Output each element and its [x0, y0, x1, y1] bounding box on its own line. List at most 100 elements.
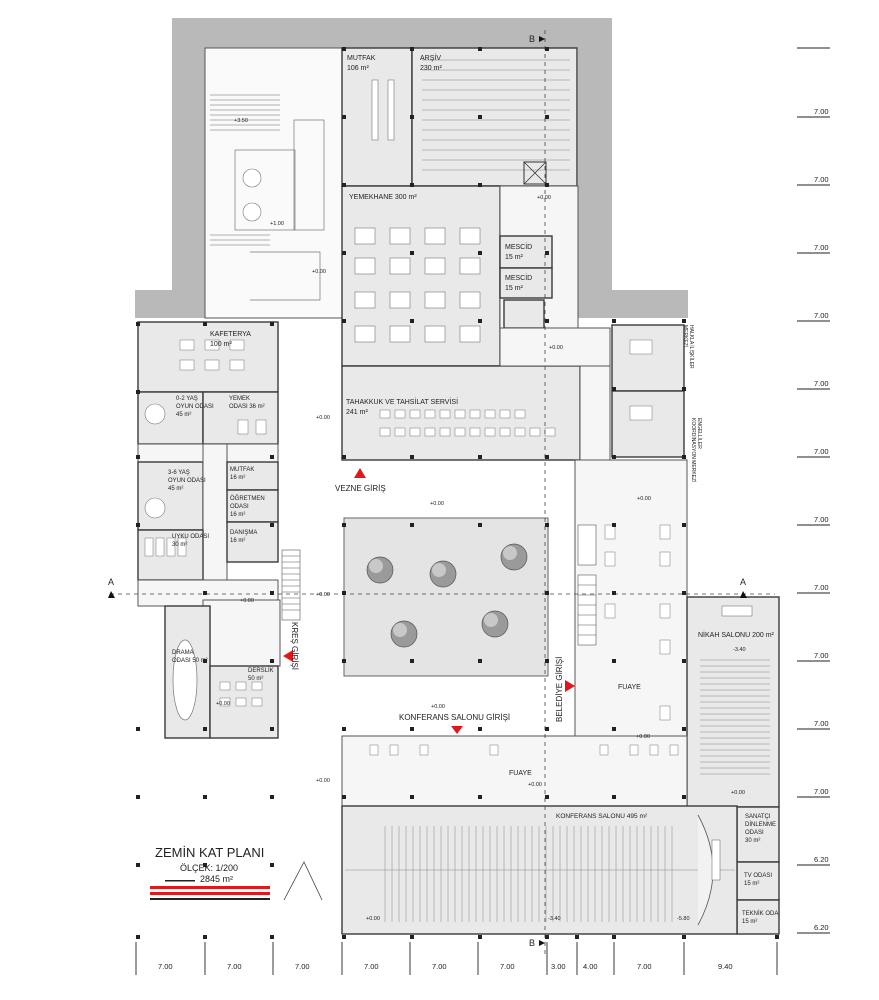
dimension-label: 7.00	[432, 962, 447, 971]
entrances: VEZNE GİRİŞ KREŞ GİRİŞİ BELEDİYE GİRİŞİ …	[283, 468, 575, 734]
dimension-label: 7.00	[814, 515, 829, 524]
room-oyun02-age: 0-2 YAŞ	[176, 396, 198, 402]
room-derslik-area: 50 m²	[248, 676, 263, 682]
dimension-label: 7.00	[814, 379, 829, 388]
room-oyun02-name: OYUN ODASI	[176, 404, 214, 410]
dimension-bottom: 7.00 7.00 7.00 7.00 7.00 7.00 3.00 4.00 …	[135, 942, 778, 975]
dimension-label: 7.00	[227, 962, 242, 971]
section-marks: A A B B	[108, 34, 747, 948]
room-sanatci-name: SANATÇI	[745, 814, 771, 820]
room-ogretmen-name: ÖĞRETMEN	[230, 495, 265, 502]
room-mescid2-area: 15 m²	[505, 285, 524, 292]
plan-scale: ÖLÇEK: 1/200	[180, 863, 238, 873]
room-nikah-label: NİKAH SALONU 200 m²	[698, 630, 775, 639]
room-kafeterya-area: 100 m²	[210, 341, 232, 348]
dimension-label: 7.00	[500, 962, 515, 971]
room-oyun36-area: 45 m²	[168, 486, 183, 492]
courtyard	[343, 517, 549, 677]
dimension-label: 7.00	[295, 962, 310, 971]
room-ogretmen-sub: ODASI	[230, 504, 249, 510]
scale-bar	[150, 880, 270, 900]
room-sanatci-sub2: ODASI	[745, 830, 764, 836]
room-yemekhane-label: YEMEKHANE 300 m²	[349, 194, 417, 201]
dimension-label: 9.40	[718, 962, 733, 971]
room-tahakkuk-name: TAHAKKUK VE TAHSİLAT SERVİSİ	[346, 397, 458, 406]
level-marker: +0.00	[731, 790, 745, 796]
level-markers: +3.50 +1.00 +0.00 +0.00 +0.00 +0.00 +0.0…	[216, 118, 746, 922]
section-mark-a: A	[740, 577, 746, 587]
dimension-label: 7.00	[637, 962, 652, 971]
room-fuaye2-label: FUAYE	[509, 770, 532, 777]
terrace-area	[204, 47, 343, 319]
konferans-entrance-arrow	[451, 726, 463, 734]
room-tahakkuk-area: 241 m²	[346, 409, 368, 416]
level-marker: +0.00	[316, 592, 330, 598]
level-marker: -5.80	[677, 916, 690, 922]
section-mark-b: B	[529, 34, 535, 44]
room-drama-name: DRAMA	[172, 650, 194, 656]
room-arsiv-name: ARŞİV	[420, 53, 441, 62]
room-mescid2-name: MESCİD	[505, 273, 532, 282]
structural-grid	[110, 30, 779, 955]
yemekhane: YEMEKHANE 300 m² MESCİD 15 m² MESCİD 15 …	[341, 185, 579, 367]
room-oyun02-area: 45 m²	[176, 412, 191, 418]
room-danisma-area: 16 m²	[230, 538, 245, 544]
dimension-label: 7.00	[814, 175, 829, 184]
level-marker: +0.00	[537, 195, 551, 201]
retaining-walls	[135, 18, 688, 318]
room-halkla-sub: MERKEZİ	[682, 325, 689, 347]
section-mark-b: B	[529, 938, 535, 948]
dimension-label: 7.00	[814, 719, 829, 728]
dimension-label: 7.00	[814, 651, 829, 660]
south-block: FUAYE KONFERANS SALONU 495 m²	[341, 735, 738, 935]
entrance-vezne-label: VEZNE GİRİŞ	[335, 484, 386, 493]
tahakkuk: TAHAKKUK VE TAHSİLAT SERVİSİ 241 m²	[341, 365, 581, 461]
level-marker: +0.00	[312, 269, 326, 275]
dimension-label: 6.20	[814, 923, 829, 932]
level-marker: +0.00	[636, 734, 650, 740]
dimension-label: 7.00	[814, 243, 829, 252]
dimension-label: 4.00	[583, 962, 598, 971]
room-uyku-area: 30 m²	[172, 542, 187, 548]
room-mutfak-kres-name: MUTFAK	[230, 467, 254, 473]
level-marker: +0.00	[431, 704, 445, 710]
room-teknik-name: TEKNİK ODA	[742, 910, 778, 917]
level-marker: +0.00	[430, 501, 444, 507]
dimension-label: 7.00	[814, 311, 829, 320]
level-marker: +1.00	[270, 221, 284, 227]
dimension-label: 6.20	[814, 855, 829, 864]
room-arsiv-area: 230 m²	[420, 65, 442, 72]
room-konferans-label: KONFERANS SALONU 495 m²	[556, 813, 648, 820]
room-mutfak-name: MUTFAK	[347, 55, 376, 62]
room-derslik-name: DERSLİK	[248, 667, 274, 674]
room-kafeterya-name: KAFETERYA	[210, 331, 251, 338]
level-marker: +0.00	[528, 782, 542, 788]
room-engelliler-name: ENGELLİLER	[696, 418, 703, 449]
room-mescid1-name: MESCİD	[505, 242, 532, 251]
room-yemek-name: YEMEK	[229, 396, 250, 402]
room-engelliler-sub: KOORDİNASYON MERKEZİ	[690, 418, 697, 482]
entrance-konferans-label: KONFERANS SALONU GİRİŞİ	[399, 713, 510, 722]
level-marker: -3.40	[548, 916, 561, 922]
section-mark-a: A	[108, 577, 114, 587]
belediye-entrance-arrow	[565, 680, 575, 692]
level-marker: +0.00	[637, 496, 651, 502]
room-mutfak-kres-area: 16 m²	[230, 475, 245, 481]
room-danisma-name: DANIŞMA	[230, 530, 257, 536]
room-ogretmen-area: 16 m²	[230, 512, 245, 518]
room-tv-area: 15 m²	[744, 881, 759, 887]
room-teknik-area: 15 m²	[742, 919, 757, 925]
room-yemek-area: ODASI 36 m²	[229, 404, 265, 410]
level-marker: +0.00	[216, 701, 230, 707]
room-tv-name: TV ODASI	[744, 873, 772, 879]
room-sanatci-sub1: DİNLENME	[745, 821, 776, 828]
room-mutfak-area: 106 m²	[347, 65, 369, 72]
level-marker: -3.40	[733, 647, 746, 653]
dimension-label: 7.00	[158, 962, 173, 971]
dimension-label: 7.00	[814, 107, 829, 116]
level-marker: +0.00	[240, 598, 254, 604]
room-uyku-name: UYKU ODASI	[172, 534, 209, 540]
dimension-right: 7.00 7.00 7.00 7.00 7.00 7.00 7.00 7.00 …	[797, 47, 830, 934]
room-fuaye1-label: FUAYE	[618, 684, 641, 691]
